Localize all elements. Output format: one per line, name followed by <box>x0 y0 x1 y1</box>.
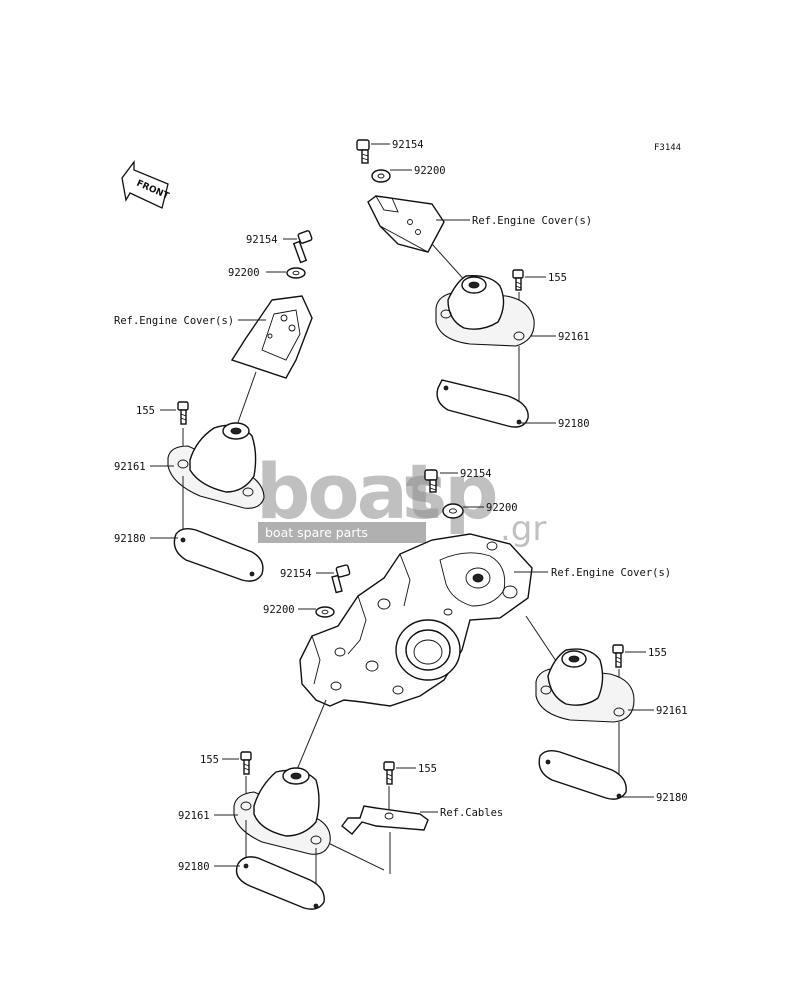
label-plate-92180-bottom-left: 92180 <box>178 861 210 873</box>
label-bolt-155-right: 155 <box>648 647 667 659</box>
label-bolt-155-cables: 155 <box>418 763 437 775</box>
cable-bracket <box>341 805 429 835</box>
label-plate-92180: 92180 <box>558 418 590 430</box>
label-bolt-92154-center: 92154 <box>460 468 492 480</box>
label-mount-92161-right: 92161 <box>656 705 688 717</box>
bolt-155-right <box>612 644 624 668</box>
bolt-92154-center-top <box>424 469 438 493</box>
plate-92180-right <box>538 749 627 800</box>
label-bolt-92154: 92154 <box>392 139 424 151</box>
label-washer-92200-center-left: 92200 <box>263 604 295 616</box>
bolt-92154-left <box>292 230 313 264</box>
bracket-engine-cover-left <box>230 295 313 379</box>
watermark: boat sp .gr boat spare parts <box>256 447 546 549</box>
bolt-92154-top-right <box>356 139 370 164</box>
washer-92200-top-right <box>371 169 391 183</box>
label-mount-92161: 92161 <box>558 331 590 343</box>
washer-92200-left <box>286 267 306 279</box>
plate-92180-left <box>173 527 264 582</box>
label-bolt-155-bottom-left: 155 <box>200 754 219 766</box>
label-bolt-155: 155 <box>548 272 567 284</box>
bracket-engine-cover-top-right <box>367 195 445 253</box>
label-bolt-92154-center-left: 92154 <box>280 568 312 580</box>
label-mount-92161-bottom-left: 92161 <box>178 810 210 822</box>
label-ref-cables: Ref.Cables <box>440 807 503 819</box>
watermark-tagline: boat spare parts <box>265 525 368 540</box>
engine-mount-92161-right <box>535 648 635 723</box>
label-plate-92180-right: 92180 <box>656 792 688 804</box>
bolt-155-cables <box>383 761 395 785</box>
label-plate-92180-left: 92180 <box>114 533 146 545</box>
label-ref-engine-cover-left: Ref.Engine Cover(s) <box>114 315 234 327</box>
label-mount-92161-left: 92161 <box>114 461 146 473</box>
label-ref-engine-cover: Ref.Engine Cover(s) <box>472 215 592 227</box>
bolt-92154-center-left <box>331 564 351 594</box>
engine-mount-92161-top-right <box>435 275 535 347</box>
watermark-tagline-bar <box>258 522 426 543</box>
engine-mount-92161-left <box>167 422 265 509</box>
label-bolt-155-left: 155 <box>136 405 155 417</box>
label-washer-92200: 92200 <box>414 165 446 177</box>
washer-92200-center-left <box>315 606 335 618</box>
label-ref-engine-cover-center: Ref.Engine Cover(s) <box>551 567 671 579</box>
bolt-155-top-right <box>512 269 524 291</box>
plate-92180-top-right <box>436 379 529 428</box>
watermark-domain: .gr <box>500 509 546 549</box>
label-washer-92200-left: 92200 <box>228 267 260 279</box>
figure-code: F3144 <box>654 143 681 153</box>
bolt-155-left <box>177 401 189 425</box>
plate-92180-bottom-left <box>235 856 325 910</box>
label-washer-92200-center: 92200 <box>486 502 518 514</box>
engine-cover-housing <box>299 533 533 707</box>
front-arrow-icon: FRONT <box>121 160 171 209</box>
label-bolt-92154-left: 92154 <box>246 234 278 246</box>
washer-92200-center-top <box>442 503 464 519</box>
watermark-brand-tail: sp <box>402 447 496 536</box>
watermark-brand: boat <box>256 447 440 536</box>
engine-mount-92161-bottom-left <box>233 767 331 855</box>
bolt-155-bottom-left <box>240 751 252 775</box>
